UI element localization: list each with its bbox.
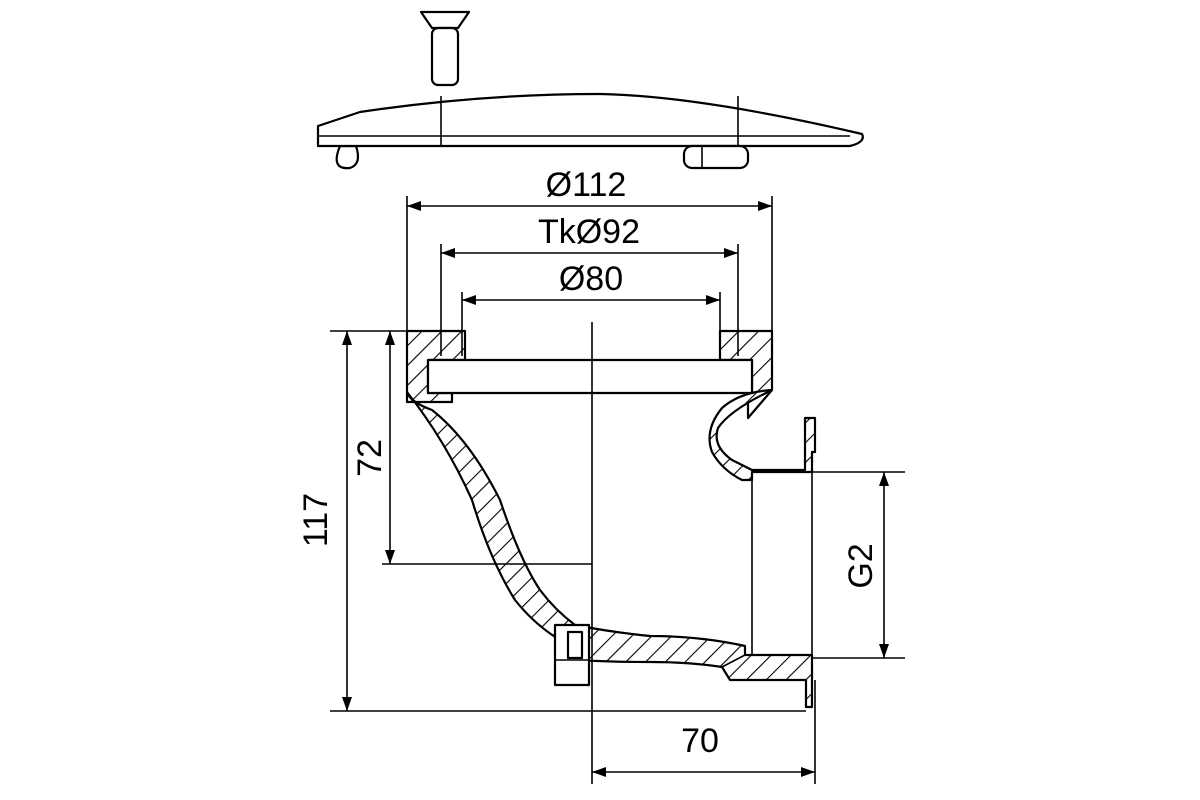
cover-plate	[316, 92, 864, 170]
label-outlet-offset: 70	[681, 722, 719, 760]
seal-ring	[426, 358, 754, 395]
dimension-labels: Ø112 TkØ92 Ø80 117 72 G2 70	[297, 166, 880, 760]
outlet-bore	[721, 471, 905, 668]
label-inner-diameter: Ø80	[559, 260, 623, 298]
screw	[419, 10, 471, 87]
dimension-lines	[342, 201, 889, 777]
label-upper-height: 72	[351, 439, 389, 477]
label-outer-diameter: Ø112	[546, 166, 627, 204]
label-bolt-circle: TkØ92	[538, 213, 640, 251]
fitting-body	[405, 329, 817, 709]
label-total-height: 117	[297, 493, 335, 547]
label-thread: G2	[842, 543, 880, 588]
